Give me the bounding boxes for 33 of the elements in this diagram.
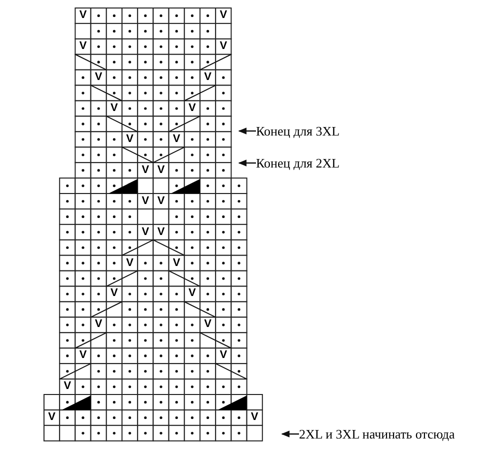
chart-symbol: V bbox=[156, 162, 166, 178]
chart-symbol: V bbox=[110, 286, 119, 302]
chart-symbol: V bbox=[78, 39, 88, 54]
chart-symbol: V bbox=[125, 256, 134, 271]
chart-symbol: V bbox=[125, 132, 134, 147]
chart-symbol: V bbox=[47, 410, 56, 426]
chart-symbol: V bbox=[172, 132, 182, 147]
note-text: Конец для 2XL bbox=[256, 154, 340, 172]
chart-symbol: V bbox=[250, 410, 260, 426]
chart-symbol: V bbox=[78, 8, 88, 24]
chart-symbol: V bbox=[94, 70, 104, 86]
chart-symbol: V bbox=[188, 100, 197, 116]
chart-symbol: V bbox=[140, 224, 150, 240]
chart-symbol: V bbox=[218, 39, 228, 54]
chart-symbol: V bbox=[218, 8, 228, 24]
chart-symbol: V bbox=[203, 70, 212, 86]
arrow bbox=[238, 160, 256, 166]
arrow bbox=[281, 430, 299, 438]
chart-symbol: V bbox=[156, 224, 166, 240]
chart-symbol: V bbox=[94, 317, 104, 332]
note-text: 2XL и 3XL начинать отсюда bbox=[299, 425, 455, 444]
chart-symbol: V bbox=[62, 379, 72, 394]
chart-symbol: V bbox=[172, 256, 182, 271]
chart-symbol: V bbox=[110, 100, 119, 116]
chart-symbol: V bbox=[203, 317, 212, 332]
chart-symbol: V bbox=[78, 348, 88, 364]
chart-symbol: V bbox=[140, 194, 150, 209]
chart-symbol: V bbox=[140, 162, 150, 178]
chart-symbol: V bbox=[218, 348, 228, 364]
chart-symbol: V bbox=[156, 194, 166, 209]
arrow bbox=[238, 128, 256, 134]
note-text: Конец для 3XL bbox=[256, 122, 340, 140]
chart-symbol: V bbox=[188, 286, 197, 302]
